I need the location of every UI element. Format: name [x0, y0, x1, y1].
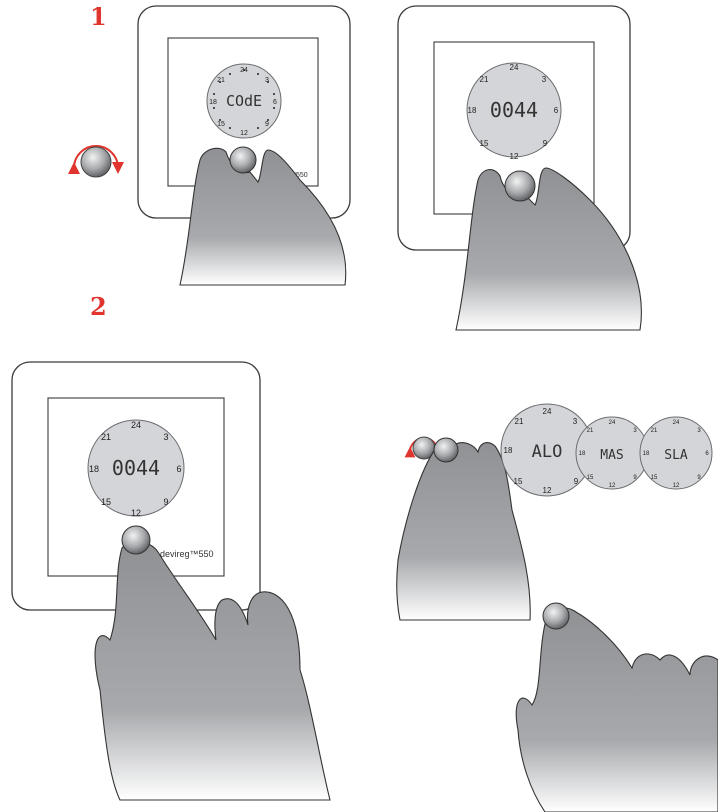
tick-24: 24 — [609, 420, 616, 426]
dial-b: 24 3 6 9 12 15 18 21 0044 — [467, 63, 561, 161]
tick-15: 15 — [587, 475, 594, 481]
tick-12: 12 — [673, 483, 680, 489]
tick-18: 18 — [209, 99, 217, 106]
knob-icon — [81, 147, 111, 177]
display-alo: ALO — [532, 442, 563, 462]
tick-6: 6 — [554, 106, 559, 115]
tick-21: 21 — [651, 428, 658, 434]
tick-21: 21 — [515, 417, 524, 426]
tick-9: 9 — [163, 497, 168, 507]
tick-18: 18 — [468, 106, 477, 115]
tick-24: 24 — [673, 420, 680, 426]
tick-9: 9 — [543, 139, 548, 148]
tick-24: 24 — [510, 63, 519, 72]
tick-12: 12 — [609, 483, 616, 489]
tick-18: 18 — [89, 464, 99, 474]
tick-24: 24 — [543, 407, 552, 416]
tick-18: 18 — [643, 451, 650, 457]
display-0044-b: 0044 — [490, 98, 538, 122]
tick-12: 12 — [131, 508, 141, 518]
tick-15: 15 — [101, 497, 111, 507]
tick-3: 3 — [265, 77, 269, 84]
tick-12: 12 — [543, 486, 552, 495]
display-sla: SLA — [664, 448, 688, 463]
tick-21: 21 — [480, 75, 489, 84]
brand-label-c: devireg™550 — [160, 549, 214, 559]
tick-3: 3 — [573, 417, 578, 426]
display-0044-c: 0044 — [112, 456, 160, 480]
tick-9: 9 — [574, 477, 579, 486]
mode-dial-mas: 24 3 6 9 12 15 18 21 MAS — [576, 417, 648, 489]
dial-a: 24 3 6 9 12 15 18 21 COdE — [207, 64, 281, 138]
tick-15: 15 — [480, 139, 489, 148]
tick-3: 3 — [163, 432, 168, 442]
display-mas: MAS — [600, 448, 623, 463]
tick-6: 6 — [176, 464, 181, 474]
tick-21: 21 — [217, 77, 225, 84]
tick-21: 21 — [587, 428, 594, 434]
tick-15: 15 — [651, 475, 658, 481]
tick-18: 18 — [579, 451, 586, 457]
tick-12: 12 — [240, 130, 248, 137]
finger-hand-icon — [516, 603, 718, 812]
tick-6: 6 — [273, 99, 277, 106]
tick-3: 3 — [542, 75, 547, 84]
tick-12: 12 — [510, 152, 519, 161]
tick-15: 15 — [514, 477, 523, 486]
tick-21: 21 — [101, 432, 111, 442]
tick-24: 24 — [240, 67, 248, 74]
tick-18: 18 — [504, 446, 513, 455]
tick-24: 24 — [131, 420, 141, 430]
display-code: COdE — [226, 92, 262, 110]
mode-dial-sla: 24 3 6 9 12 15 18 21 SLA — [640, 417, 712, 489]
tick-9: 9 — [265, 121, 269, 128]
tick-15: 15 — [217, 121, 225, 128]
